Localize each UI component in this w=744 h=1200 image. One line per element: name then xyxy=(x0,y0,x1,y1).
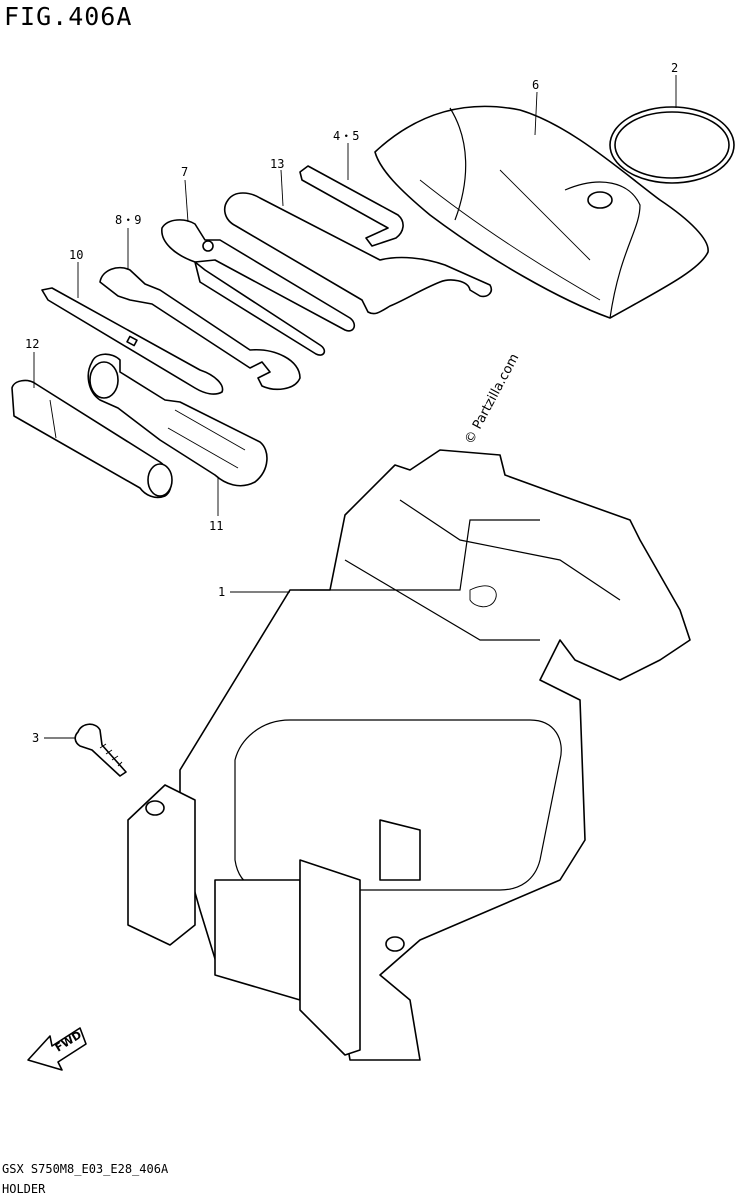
part-10-screwdriver[interactable] xyxy=(41,287,224,395)
part-11-socket-handle[interactable] xyxy=(87,353,268,487)
callout-1[interactable]: 1 xyxy=(218,585,225,599)
callout-6[interactable]: 6 xyxy=(532,78,539,92)
part-8-9-wrench[interactable] xyxy=(99,266,301,391)
callout-2[interactable]: 2 xyxy=(671,61,678,75)
part-6-tool-bag[interactable] xyxy=(374,105,709,319)
callout-12[interactable]: 12 xyxy=(25,337,39,351)
part-1-holder-tray[interactable] xyxy=(127,449,691,1061)
part-2-oring[interactable] xyxy=(609,106,735,184)
part-13-spanner[interactable] xyxy=(223,192,493,315)
callout-11[interactable]: 11 xyxy=(209,519,223,533)
callout-10[interactable]: 10 xyxy=(69,248,83,262)
figure-code: GSX S750M8_E03_E28_406A xyxy=(2,1162,169,1176)
callout-4-5[interactable]: 4・5 xyxy=(333,129,359,143)
callout-7[interactable]: 7 xyxy=(181,165,188,179)
callout-8-9[interactable]: 8・9 xyxy=(115,213,141,227)
leader-13 xyxy=(280,169,284,207)
fwd-direction-arrow: FWD xyxy=(27,1027,87,1071)
part-7-pliers[interactable] xyxy=(161,219,356,356)
callout-3[interactable]: 3 xyxy=(32,731,39,745)
part-4-5-hex-key[interactable] xyxy=(299,165,404,247)
callout-13[interactable]: 13 xyxy=(270,157,284,171)
part-12-extension-bar[interactable] xyxy=(11,379,173,499)
leader-6 xyxy=(534,91,538,136)
assembly-name: HOLDER xyxy=(2,1182,46,1196)
figure-title: FIG.406A xyxy=(4,2,133,31)
part-3-screw[interactable] xyxy=(74,723,127,777)
leader-7 xyxy=(184,179,189,223)
